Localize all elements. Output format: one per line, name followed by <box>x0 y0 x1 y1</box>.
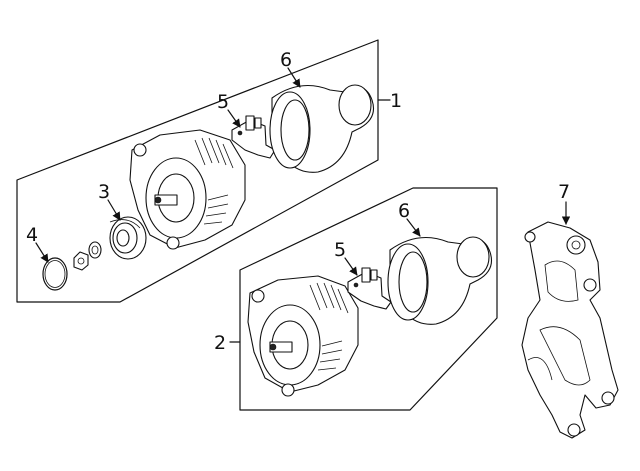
callout-1: 1 <box>390 90 402 112</box>
regulator-upper <box>231 115 276 159</box>
regulator-lower <box>347 267 392 310</box>
callout-5-upper: 5 <box>217 91 229 113</box>
leader-lines <box>35 67 571 276</box>
duct-lower <box>387 236 493 325</box>
nut-and-washer <box>73 241 102 271</box>
alternator-upper <box>129 129 246 250</box>
assembly-2-box <box>229 187 498 411</box>
assembly-1-box <box>16 39 391 303</box>
duct-upper <box>269 84 375 173</box>
mounting-bracket <box>521 221 619 439</box>
alternator-lower <box>247 275 359 397</box>
callout-4: 4 <box>26 224 38 246</box>
retaining-ring <box>42 257 68 291</box>
callout-2: 2 <box>214 332 226 354</box>
callout-7: 7 <box>558 181 570 203</box>
callout-3: 3 <box>98 181 110 203</box>
callout-6-upper: 6 <box>280 49 292 71</box>
pulley <box>109 216 147 260</box>
callout-5-lower: 5 <box>334 239 346 261</box>
callout-6-lower: 6 <box>398 200 410 222</box>
